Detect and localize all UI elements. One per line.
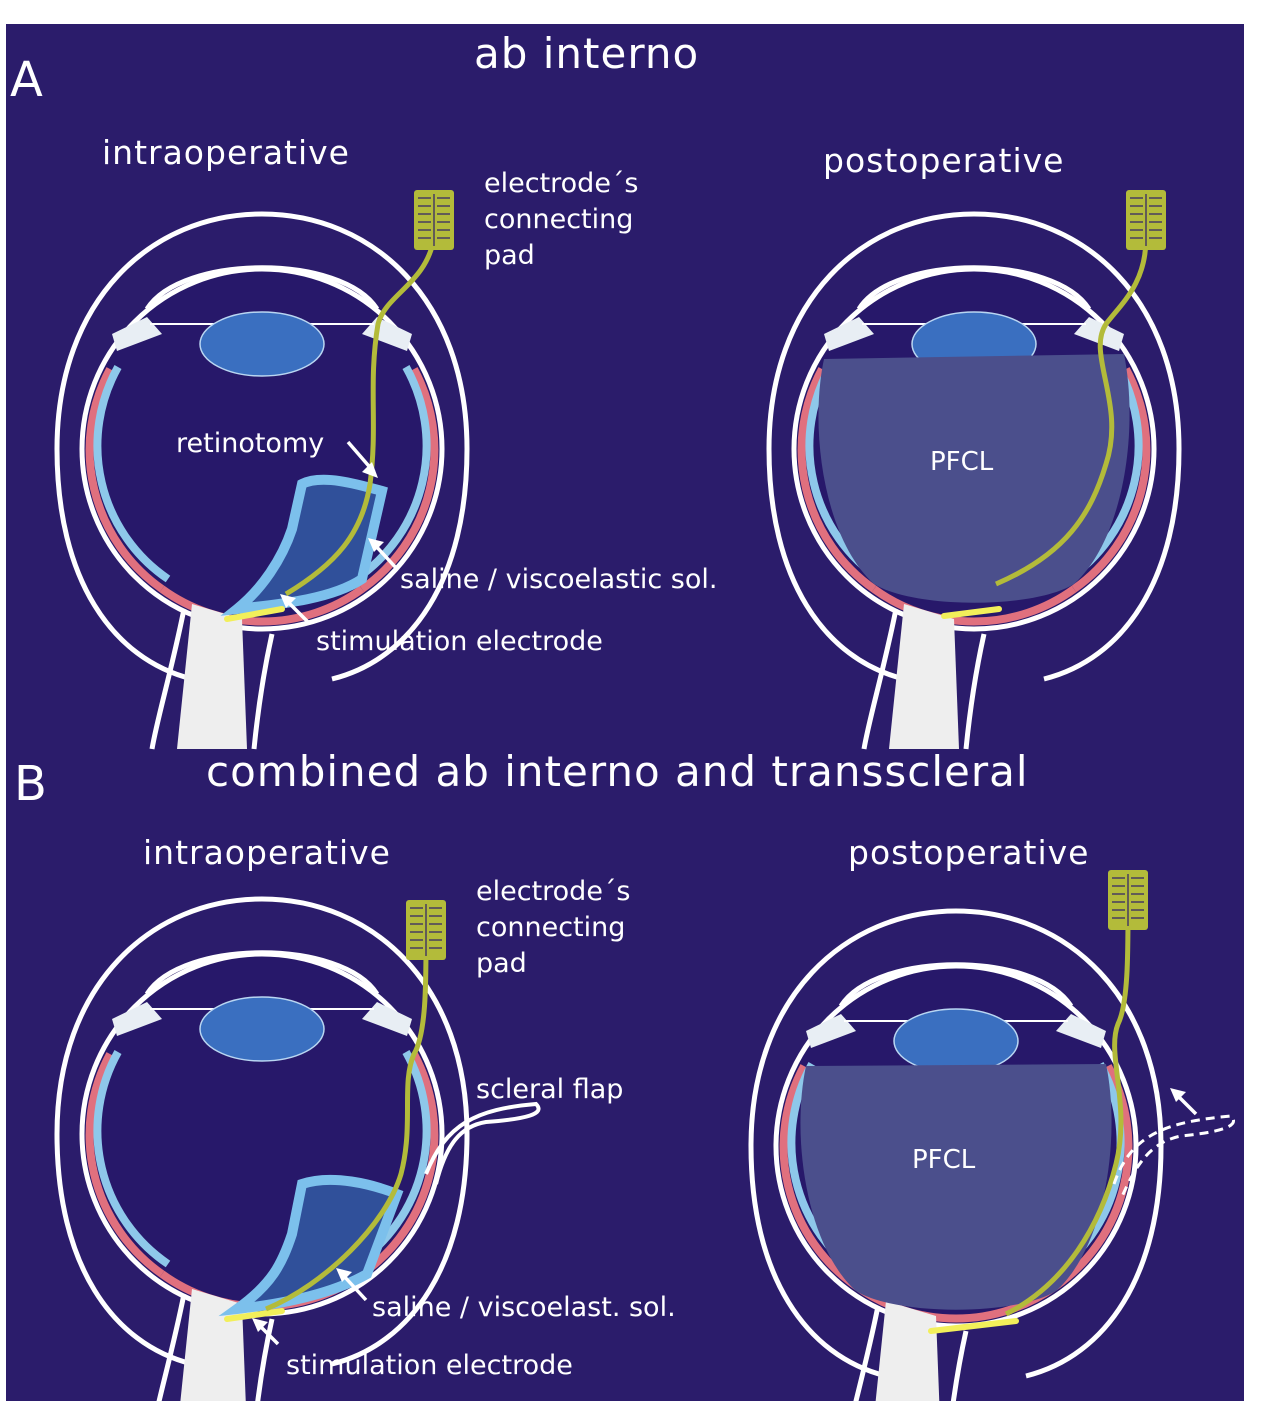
panel-a-intraoperative-label: intraoperative — [102, 133, 350, 172]
panel-b-postoperative-label: postoperative — [848, 833, 1089, 872]
panel-b-intra-wire — [265, 941, 429, 1312]
panel-b-electrode-arrow-head — [252, 1318, 268, 1332]
panel-a-pfcl-label: PFCL — [930, 447, 994, 477]
panel-b-title: combined ab interno and transscleral — [206, 747, 1029, 796]
stimulation-electrode — [941, 606, 1002, 619]
panel-a-saline-label: saline / viscoelastic sol. — [400, 564, 717, 595]
panel-b-postoperative-eye — [751, 911, 1161, 1401]
panel-a-post-pad — [1125, 189, 1167, 251]
panel-b-pad-label-line2: connecting — [476, 912, 625, 943]
panel-b-saline-label: saline / viscoelast. sol. — [372, 1292, 676, 1323]
retinotomy-arrow-head — [362, 462, 378, 478]
panel-a-saline-arrow — [372, 542, 400, 572]
panel-a-postoperative-label: postoperative — [823, 141, 1064, 180]
panel-a-pad-label-line1: electrode´s — [484, 168, 639, 199]
panel-a-postoperative-eye — [769, 214, 1179, 749]
panel-b-post-wire — [1004, 911, 1131, 1317]
panel-b-intra-pad — [405, 899, 447, 961]
stimulation-electrode — [928, 1318, 1019, 1334]
stimulation-electrode — [224, 1308, 285, 1322]
panel-b-electrode-label: stimulation electrode — [286, 1350, 573, 1381]
panel-b-letter: B — [14, 756, 47, 812]
panel-b-intraoperative-eye — [57, 899, 467, 1401]
saline-bleb — [218, 1174, 404, 1317]
panel-a-intra-pad — [413, 189, 455, 251]
stimulation-electrode — [224, 606, 285, 622]
panel-b-post-pad — [1107, 869, 1149, 931]
panel-b-saline-arrow-head — [336, 1268, 352, 1282]
panel-a-post-wire — [995, 237, 1149, 587]
panel-b-pad-label-line3: pad — [476, 948, 527, 979]
panel-b-pad-label-line1: electrode´s — [476, 876, 631, 907]
panel-a-electrode-label: stimulation electrode — [316, 626, 603, 657]
panel-a-letter: A — [10, 52, 43, 108]
flap-arrow-head — [1170, 1088, 1186, 1102]
panel-a-pad-label-line3: pad — [484, 240, 535, 271]
panel-a-title: ab interno — [474, 29, 699, 78]
panel-b-pfcl-label: PFCL — [912, 1145, 976, 1175]
panel-a-saline-arrow-head — [368, 538, 384, 552]
panel-a-intraoperative-eye — [57, 214, 467, 749]
saline-bleb — [220, 474, 388, 616]
scleral-flap-dashed — [1112, 1114, 1235, 1200]
panel-b-saline-arrow — [340, 1272, 368, 1302]
pfcl-fill — [818, 354, 1130, 603]
scleral-flap — [424, 1101, 541, 1185]
panel-a-intra-wire — [284, 237, 437, 597]
pfcl-fill — [800, 1064, 1112, 1310]
figure-background: A ab interno intraoperative postoperativ… — [6, 24, 1244, 1401]
panel-b-intraoperative-label: intraoperative — [143, 833, 391, 872]
scleral-flap-label: scleral flap — [476, 1074, 623, 1105]
panel-a-electrode-arrow-head — [280, 594, 296, 608]
eye-surgery-diagram: A ab interno intraoperative postoperativ… — [10, 29, 1235, 1401]
retinotomy-label: retinotomy — [176, 428, 324, 459]
panel-a-pad-label-line2: connecting — [484, 204, 633, 235]
